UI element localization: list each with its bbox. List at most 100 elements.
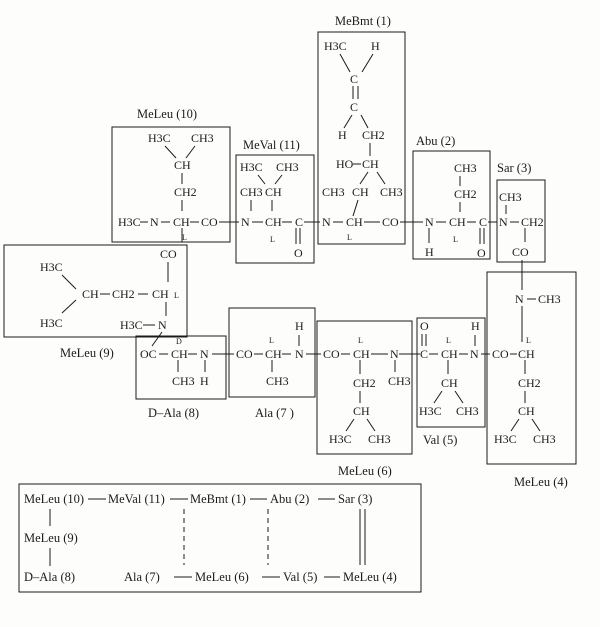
sar-n: N bbox=[515, 292, 524, 306]
legend-abu2: Abu (2) bbox=[270, 492, 309, 506]
mebmt-h-top: H bbox=[371, 39, 380, 53]
dala-ch3: CH3 bbox=[172, 374, 195, 388]
ala-co: CO bbox=[236, 347, 253, 361]
meleu9-h3c-n: H3C bbox=[120, 318, 143, 332]
connectivity-legend-box bbox=[18, 483, 422, 593]
legend-ala7: Ala (7) bbox=[124, 570, 160, 584]
bb1-co3: CO bbox=[382, 215, 399, 229]
val5-h3c: H3C bbox=[419, 404, 442, 418]
dala-n: N bbox=[200, 347, 209, 361]
legend-sar3: Sar (3) bbox=[338, 492, 372, 506]
bb1-ch2: CH bbox=[265, 215, 282, 229]
legend-meleu10: MeLeu (10) bbox=[24, 492, 84, 506]
bond bbox=[510, 418, 520, 432]
bb1-n: N bbox=[150, 215, 159, 229]
bb1-ch2-5: CH2 bbox=[521, 215, 544, 229]
ala-ch3: CH3 bbox=[266, 374, 289, 388]
l-mebmt: L bbox=[347, 233, 352, 242]
meleu10-ch: CH bbox=[174, 158, 191, 172]
mebmt1-label: MeBmt (1) bbox=[335, 14, 391, 28]
l-abu: L bbox=[453, 235, 458, 244]
dala-h: H bbox=[200, 374, 209, 388]
meleu10-label: MeLeu (10) bbox=[137, 107, 197, 121]
meleu10-co: CO bbox=[160, 247, 177, 261]
val5-o: O bbox=[420, 319, 429, 333]
val5-h: H bbox=[471, 319, 480, 333]
meleu10-ch3: CH3 bbox=[191, 131, 214, 145]
meval11-h3c: H3C bbox=[240, 160, 263, 174]
mebmt-c2: C bbox=[350, 100, 358, 114]
legend-mebmt1: MeBmt (1) bbox=[190, 492, 246, 506]
mebmt-h3c: H3C bbox=[324, 39, 347, 53]
meleu6-ch3-n: CH3 bbox=[388, 374, 411, 388]
meleu4-ch: CH bbox=[518, 347, 535, 361]
h-abu: H bbox=[425, 245, 434, 259]
bond bbox=[185, 145, 196, 159]
meleu9-box bbox=[3, 244, 188, 338]
mebmt-ch-b: CH bbox=[352, 185, 369, 199]
meval11-ch: CH bbox=[265, 185, 282, 199]
mebmt-ch-a: CH bbox=[362, 157, 379, 171]
bb1-ch4: CH bbox=[449, 215, 466, 229]
legend-meleu9: MeLeu (9) bbox=[24, 531, 78, 545]
abu-ch3: CH3 bbox=[454, 161, 477, 175]
legend-dala8: D–Ala (8) bbox=[24, 570, 75, 584]
bond bbox=[257, 174, 266, 185]
meleu4-co: CO bbox=[492, 347, 509, 361]
dala8-label: D–Ala (8) bbox=[148, 406, 199, 420]
bond bbox=[360, 114, 369, 129]
meleu4-l: L bbox=[526, 336, 531, 345]
meleu9-ch-r: CH bbox=[152, 287, 169, 301]
meleu6-ch2: CH2 bbox=[353, 376, 376, 390]
o-meval: O bbox=[294, 246, 303, 260]
meval11-ch3-top: CH3 bbox=[276, 160, 299, 174]
meleu6-label: MeLeu (6) bbox=[338, 464, 392, 478]
meleu4-ch3: CH3 bbox=[533, 432, 556, 446]
bb1-c: C bbox=[295, 215, 303, 229]
bb1-ch3: CH bbox=[346, 215, 363, 229]
bond bbox=[352, 199, 359, 217]
l-meval: L bbox=[270, 235, 275, 244]
dala8-box bbox=[135, 335, 227, 400]
ala-l: L bbox=[269, 336, 274, 345]
bond bbox=[366, 418, 376, 432]
bond bbox=[61, 274, 77, 290]
mebmt-ch3-right: CH3 bbox=[380, 185, 403, 199]
val5-box bbox=[416, 317, 486, 428]
meleu9-ch: CH bbox=[82, 287, 99, 301]
bond bbox=[359, 171, 369, 185]
sar3-box bbox=[496, 179, 546, 263]
val5-ch-side: CH bbox=[441, 376, 458, 390]
dala-oc: OC bbox=[140, 347, 157, 361]
meleu9-h3c-top: H3C bbox=[40, 260, 63, 274]
bb1-h3c: H3C bbox=[118, 215, 141, 229]
meleu6-h3c: H3C bbox=[329, 432, 352, 446]
meleu10-box bbox=[111, 126, 231, 243]
legend-meleu6: MeLeu (6) bbox=[195, 570, 249, 584]
bond bbox=[164, 145, 177, 159]
val5-label: Val (5) bbox=[423, 433, 457, 447]
bond bbox=[454, 390, 464, 404]
meleu6-ch: CH bbox=[353, 347, 370, 361]
dala-ch: CH bbox=[171, 347, 188, 361]
l-meleu10: L bbox=[182, 233, 187, 242]
meleu10-h3c: H3C bbox=[148, 131, 171, 145]
sar-ch3: CH3 bbox=[499, 190, 522, 204]
bond bbox=[376, 171, 386, 185]
ala-ch: CH bbox=[265, 347, 282, 361]
val5-n: N bbox=[470, 347, 479, 361]
bb1-n4: N bbox=[425, 215, 434, 229]
ala-h: H bbox=[295, 319, 304, 333]
dala-d: D bbox=[176, 337, 182, 346]
mebmt-ho: HO bbox=[336, 157, 354, 171]
o-abu: O bbox=[477, 246, 486, 260]
bond bbox=[343, 114, 353, 129]
meleu9-n: N bbox=[158, 318, 167, 332]
meleu4-box bbox=[486, 271, 577, 465]
mebmt-ch3-left: CH3 bbox=[322, 185, 345, 199]
bond bbox=[274, 174, 283, 185]
bb1-n3: N bbox=[322, 215, 331, 229]
mebmt-h-mid: H bbox=[338, 128, 347, 142]
mebmt-c1: C bbox=[350, 72, 358, 86]
